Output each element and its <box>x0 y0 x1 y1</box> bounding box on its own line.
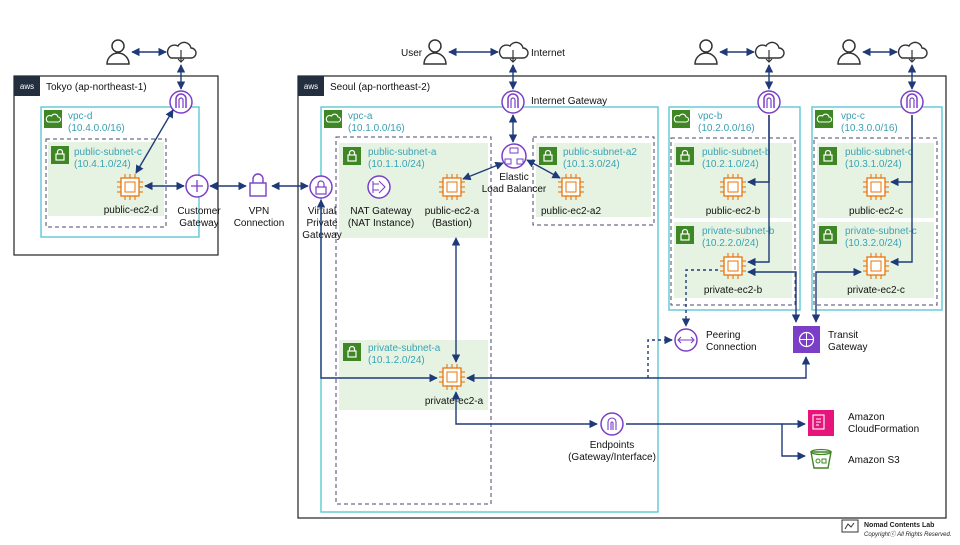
s3: Amazon S3 <box>808 446 900 472</box>
svg-text:(10.1.0.0/16): (10.1.0.0/16) <box>348 123 405 134</box>
svg-text:Amazon: Amazon <box>848 412 885 423</box>
svg-text:Internet Gateway: Internet Gateway <box>531 96 607 107</box>
svg-text:(10.1.2.0/24): (10.1.2.0/24) <box>368 355 425 366</box>
vpc-d: vpc-d (10.4.0.0/16) public-subnet-c (10.… <box>40 106 200 238</box>
vpc-d-name: vpc-d <box>68 111 92 122</box>
svg-text:vpc-a: vpc-a <box>348 111 373 122</box>
svg-text:(10.2.0.0/16): (10.2.0.0/16) <box>698 123 755 134</box>
vpc-b: vpc-b (10.2.0.0/16) public-subnet-b (10.… <box>668 106 801 311</box>
svg-text:Peering: Peering <box>706 330 740 341</box>
elastic-load-balancer: Elastic Load Balancer <box>482 143 547 195</box>
cloudformation: Amazon CloudFormation <box>808 410 919 436</box>
tokyo-region-label: Tokyo (ap-northeast-1) <box>46 82 147 93</box>
svg-text:public-subnet-a: public-subnet-a <box>368 147 437 158</box>
svg-text:Virtual: Virtual <box>308 206 336 217</box>
svg-text:Seoul (ap-northeast-2): Seoul (ap-northeast-2) <box>330 82 430 93</box>
transit-gateway: Transit Gateway <box>793 326 867 353</box>
svg-text:public-ec2-c: public-ec2-c <box>849 206 903 217</box>
svg-text:private-subnet-b: private-subnet-b <box>702 226 775 237</box>
svg-text:(Bastion): (Bastion) <box>432 218 472 229</box>
svg-text:public-ec2-a2: public-ec2-a2 <box>541 206 601 217</box>
subnet-cidr: (10.4.1.0/24) <box>74 159 131 170</box>
svg-text:vpc-b: vpc-b <box>698 111 723 122</box>
customer-gateway: Customer Gateway <box>177 174 221 229</box>
svg-text:Load Balancer: Load Balancer <box>482 184 547 195</box>
vpc-d-cidr: (10.4.0.0/16) <box>68 123 125 134</box>
svg-text:Connection: Connection <box>706 342 757 353</box>
subnet-label: public-subnet-c <box>74 147 142 158</box>
internet-cloud-icon <box>166 41 197 63</box>
svg-text:(10.3.0.0/16): (10.3.0.0/16) <box>841 123 898 134</box>
svg-text:private-ec2-b: private-ec2-b <box>704 285 763 296</box>
internet-gateway-icon <box>169 90 193 114</box>
svg-text:aws: aws <box>304 82 318 91</box>
svg-text:User: User <box>401 48 423 59</box>
svg-text:(Gateway/Interface): (Gateway/Interface) <box>568 452 656 463</box>
footer-copyright: Copyrightⓒ All Rights Reserved. <box>864 530 951 538</box>
peering-connection: Peering Connection <box>674 328 757 353</box>
svg-text:(NAT Instance): (NAT Instance) <box>348 218 414 229</box>
ec2-icon <box>116 173 144 201</box>
svg-text:(10.1.3.0/24): (10.1.3.0/24) <box>563 159 620 170</box>
seoul-region: aws Seoul (ap-northeast-2) <box>297 75 947 519</box>
svg-text:public-subnet-c: public-subnet-c <box>845 147 913 158</box>
seoul-internet: User Internet Internet Gateway <box>401 39 607 114</box>
svg-text:Amazon S3: Amazon S3 <box>848 455 900 466</box>
footer: Nomad Contents Lab Copyrightⓒ All Rights… <box>841 519 951 538</box>
svg-text:(10.3.2.0/24): (10.3.2.0/24) <box>845 238 902 249</box>
aws-logo: aws <box>20 82 34 91</box>
svg-text:Gateway: Gateway <box>828 342 867 353</box>
svg-text:Elastic: Elastic <box>499 172 528 183</box>
svg-text:Customer: Customer <box>177 206 221 217</box>
svg-text:NAT Gateway: NAT Gateway <box>350 206 411 217</box>
svg-text:vpc-c: vpc-c <box>841 111 865 122</box>
svg-text:Private: Private <box>306 218 338 229</box>
svg-text:private-ec2-a: private-ec2-a <box>425 396 484 407</box>
svg-text:public-ec2-a: public-ec2-a <box>425 206 480 217</box>
svg-text:public-subnet-a2: public-subnet-a2 <box>563 147 637 158</box>
tokyo-region: aws Tokyo (ap-northeast-1) <box>13 75 219 256</box>
svg-text:(10.3.1.0/24): (10.3.1.0/24) <box>845 159 902 170</box>
connectors <box>131 47 917 461</box>
svg-text:CloudFormation: CloudFormation <box>848 424 919 435</box>
svg-text:VPN: VPN <box>249 206 270 217</box>
svg-text:public-subnet-b: public-subnet-b <box>702 147 771 158</box>
user-icon <box>106 39 130 65</box>
svg-text:(10.2.2.0/24): (10.2.2.0/24) <box>702 238 759 249</box>
endpoints: Endpoints (Gateway/Interface) <box>568 412 656 463</box>
svg-text:Internet: Internet <box>531 48 565 59</box>
nat-gateway-icon <box>367 175 391 199</box>
svg-text:Transit: Transit <box>828 330 858 341</box>
footer-lab: Nomad Contents Lab <box>864 522 934 529</box>
svg-text:Connection: Connection <box>234 218 285 229</box>
svg-text:private-ec2-c: private-ec2-c <box>847 285 905 296</box>
svg-text:private-subnet-a: private-subnet-a <box>368 343 441 354</box>
vpn-connection: VPN Connection <box>234 173 285 229</box>
svg-text:Gateway: Gateway <box>179 218 218 229</box>
svg-text:public-ec2-b: public-ec2-b <box>706 206 761 217</box>
svg-text:Gateway: Gateway <box>302 230 341 241</box>
svg-text:Endpoints: Endpoints <box>590 440 634 451</box>
vpc-c: vpc-c (10.3.0.0/16) public-subnet-c (10.… <box>811 106 943 311</box>
svg-text:private-subnet-c: private-subnet-c <box>845 226 917 237</box>
svg-text:(10.1.1.0/24): (10.1.1.0/24) <box>368 159 425 170</box>
svg-text:(10.2.1.0/24): (10.2.1.0/24) <box>702 159 759 170</box>
ec2-label: public-ec2-d <box>104 205 158 216</box>
